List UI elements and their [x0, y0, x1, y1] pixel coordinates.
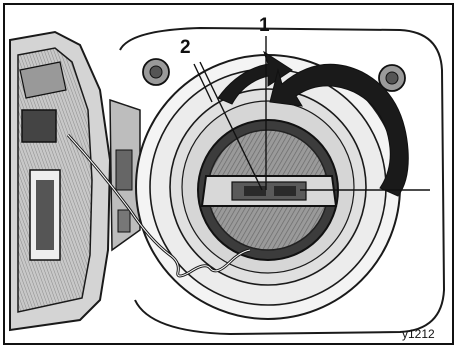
callout-number-1: 1 — [259, 16, 270, 35]
callout-number-2: 2 — [180, 38, 191, 57]
figure-code: y1212 — [402, 328, 435, 340]
fuel-filler-door — [10, 32, 140, 330]
mounting-bolt-left — [143, 59, 169, 85]
